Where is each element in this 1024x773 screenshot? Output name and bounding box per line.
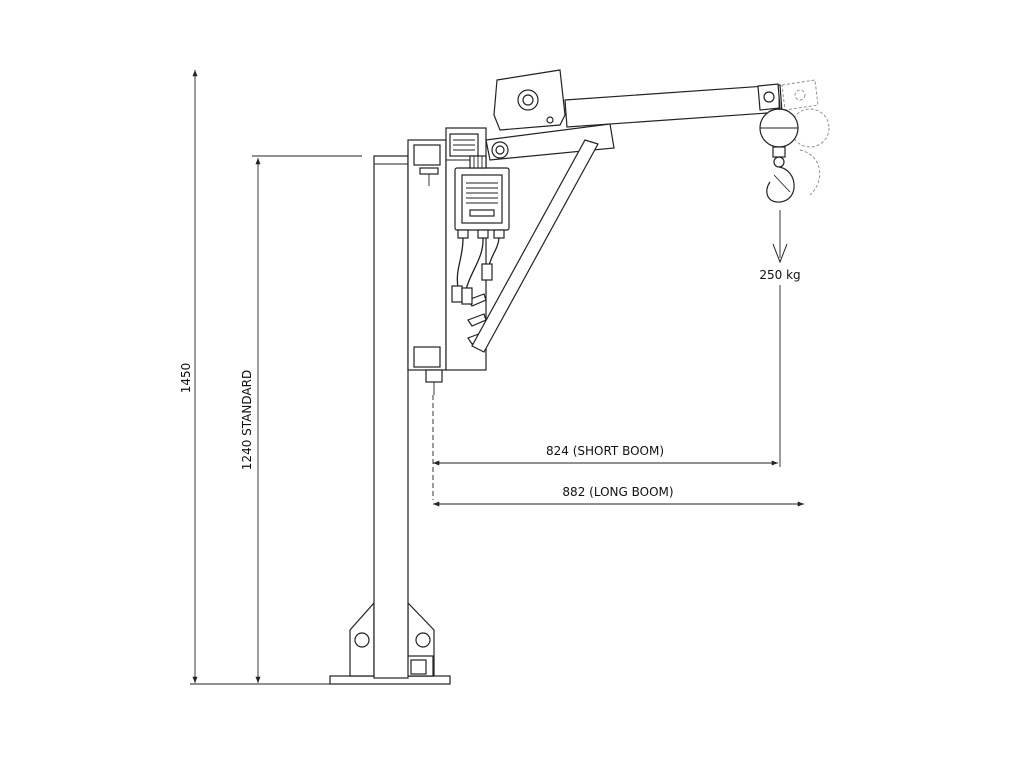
dim-overall-height: 1450 (179, 70, 330, 685)
standard-height-label: 1240 STANDARD (240, 370, 254, 470)
load-arrow: 250 kg (759, 210, 801, 282)
control-box (451, 155, 510, 305)
dim-long-boom: 882 (LONG BOOM) (433, 485, 804, 507)
long-boom-label: 882 (LONG BOOM) (562, 485, 673, 499)
load-label: 250 kg (759, 268, 800, 282)
winch-housing (493, 69, 566, 131)
dim-standard-height: 1240 STANDARD (240, 155, 362, 683)
mast-column (373, 155, 409, 679)
hook-block (759, 98, 830, 203)
dim-short-boom: 824 (SHORT BOOM) (433, 285, 781, 467)
boom-arm (564, 79, 819, 128)
short-boom-label: 824 (SHORT BOOM) (546, 444, 664, 458)
diagonal-strut (471, 139, 599, 353)
overall-height-label: 1450 (179, 363, 193, 394)
